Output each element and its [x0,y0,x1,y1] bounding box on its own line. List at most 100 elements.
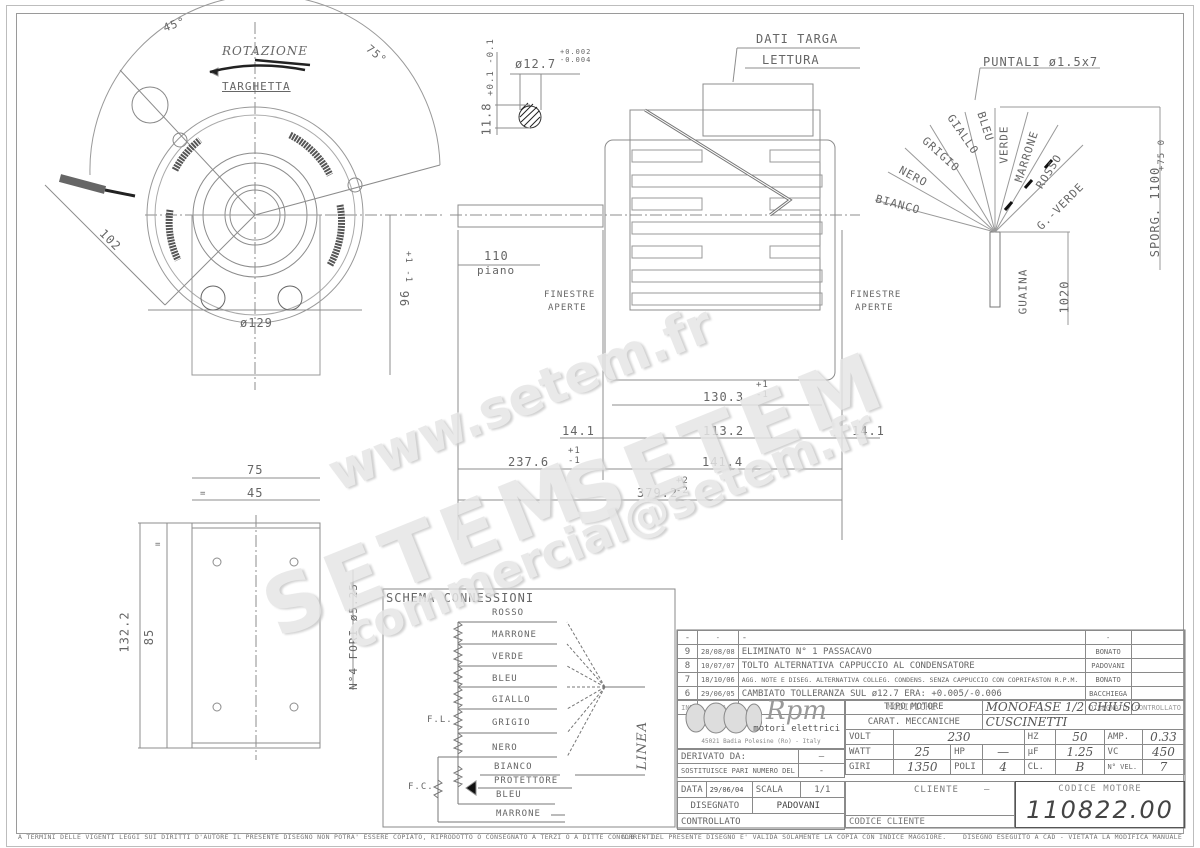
revision-date: 28/08/08 [697,644,739,659]
sheath-label: GUAINA [1016,268,1030,315]
revision-row: - - - - [677,630,1186,645]
volt-label: VOLT [844,729,895,745]
derivation-table: DERIVATO DA:— SOSTITUISCE PARI NUMERO DE… [677,749,846,778]
schema-fl-label: F.L. [427,715,453,725]
revision-checked-by [1130,658,1186,673]
motor-code-box: CODICE MOTORE 110822.00 [1015,781,1185,828]
schema-row-rosso: ROSSO [492,608,525,618]
schema-row-giallo: GIALLO [492,695,531,705]
revision-ind: - [677,630,698,645]
total-length-tol: +75 0 [1157,138,1168,172]
motor-type-label: TIPO MOTORE [845,699,983,715]
schema-row-nero: NERO [492,743,518,753]
checked-label: CONTROLLATO [677,813,845,830]
poles-value: 4 [981,759,1025,775]
schema-box [382,588,676,828]
rpm-value: 1350 [893,759,952,775]
client-label: CLIENTE [914,785,959,795]
revision-text: TOLTO ALTERNATIVA CAPPUCCIO AL CONDENSAT… [737,658,1086,673]
revision-ind: 8 [677,658,698,673]
shaft-flat-text: piano [477,264,516,277]
rpm-label: GIRI [844,759,895,775]
total-length-dim: SPORG. 1100 [1148,166,1163,258]
dim-diameter-129: ø129 [240,316,273,330]
dim-237-tol: +1-1 [568,446,581,466]
hp-value: — [981,744,1025,760]
open-windows-left-2: APERTE [548,303,587,313]
revision-checked-by [1130,644,1186,659]
dim-96-tol: +1 -1 [403,250,414,284]
bracket-holes-label: N°4 FORI ø5.25 [346,583,360,690]
vc-value: 450 [1141,744,1186,760]
nameplate-position-label: TARGHETTA [222,80,291,93]
cad-notice: DISEGNO ESEGUITO A CAD - VIETATA LA MODI… [963,833,1183,841]
schema-row-marrone: MARRONE [492,630,537,640]
drawn-value: PADOVANI [751,797,846,814]
watt-label: WATT [844,744,895,760]
client-box: CLIENTE — CODICE CLIENTE [845,781,1015,828]
revision-row: 9 28/08/08 ELIMINATO N° 1 PASSACAVO BONA… [677,644,1186,659]
sheath-length-dim: 1020 [1057,280,1072,314]
mechanical-label: CARAT. MECCANICHE [845,714,983,730]
bracket-height-dim: 132.2 [117,611,132,653]
speeds-label: N° VEL. [1103,759,1143,775]
drawing-outer-border [6,5,1194,847]
revision-text: ELIMINATO N° 1 PASSACAVO [737,644,1086,659]
mechanical-value: CUSCINETTI [981,714,1186,730]
shaft-flat-dim: 11.8 [479,102,494,136]
hz-label: HZ [1023,729,1057,745]
drawn-label: DISEGNATO [677,797,753,814]
dim-130-tol: +1-1 [756,380,769,400]
dim-379-tol: +2-2 [676,476,689,496]
dim-14-left: 14.1 [562,424,595,438]
reading-label: LETTURA [762,53,820,67]
amp-value: 0.33 [1141,729,1186,745]
schema-row-verde: VERDE [492,652,525,662]
drawing-inner-border [16,13,1184,834]
bracket-width-dim: 75 [247,463,264,477]
revision-date: - [697,630,739,645]
shaft-tol-minus: -0.004 [560,56,592,64]
shaft-diameter: ø12.7 [515,57,557,71]
schema-row-protettore: PROTETTORE [494,776,559,786]
shaft-section [495,52,580,135]
revision-row: 8 10/07/07 TOLTO ALTERNATIVA CAPPUCCIO A… [677,658,1186,673]
schema-row-bleu-2: BLEU [496,790,522,800]
uf-value: 1.25 [1055,744,1105,760]
nameplate-data-label: DATI TARGA [756,32,839,46]
schema-fc-label: F.C. [408,782,434,792]
logo-subtitle: motori elettrici [753,724,840,734]
schema-row-bleu: BLEU [492,674,518,684]
scale-value: 1/1 [799,781,846,798]
poles-label: POLI [950,759,983,775]
schema-row-grigio: GRIGIO [492,718,531,728]
shaft-tol-plus: +0.002 [560,48,592,56]
revision-drawn-by: BONATO [1084,644,1132,659]
client-code-label: CODICE CLIENTE [846,815,1014,828]
date-value: 29/06/04 [705,781,753,798]
revision-drawn-by: BONATO [1084,672,1132,687]
motor-code-value: 110822.00 [1026,796,1174,824]
mounting-bracket [138,477,354,760]
copyright-notice: A TERMINI DELLE VIGENTI LEGGI SUI DIRITT… [18,833,659,841]
dim-14-right: 14.1 [852,424,885,438]
replaces-label: SOSTITUISCE PARI NUMERO DEL [677,763,799,778]
dim-96: 96 [397,290,412,308]
vc-label: VC [1103,744,1143,760]
open-windows-right-2: APERTE [855,303,894,313]
schema-line-label: LINEA [635,720,651,771]
dim-237: 237.6 [508,455,550,469]
revision-drawn-by: - [1084,630,1132,645]
equal-mark: = [200,489,207,499]
wire-verde: VERDE [997,125,1011,164]
revision-date: 18/10/06 [697,672,739,687]
open-windows-left-1: FINESTRE [544,290,596,300]
revision-notice: N.B. - DEL PRESENTE DISEGNO E' VALIDA SO… [622,833,947,841]
logo-brand: Rpm [766,696,827,726]
schema-row-marrone-2: MARRONE [496,809,541,819]
lead-tips-label: PUNTALI ø1.5x7 [983,55,1099,69]
company-logo: Rpm motori elettrici 45021 Badia Polesin… [677,696,845,749]
motor-type-value: MONOFASE 1/2 CHIUSO [981,699,1186,715]
speeds-value: 7 [1141,759,1186,775]
